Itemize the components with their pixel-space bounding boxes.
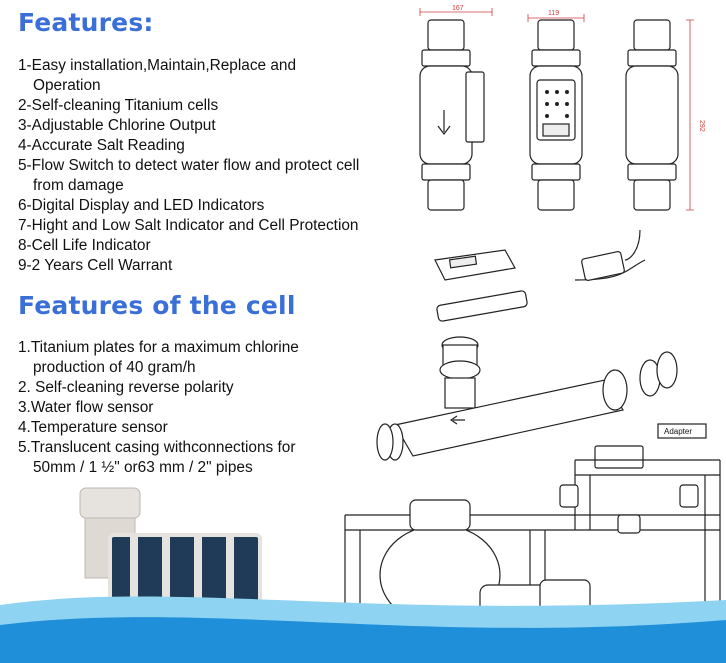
cell-rear-view [625, 19, 679, 211]
cell-feature-item: 2. Self-cleaning reverse polarity [18, 378, 338, 398]
dimension-label-height: 292 [698, 120, 705, 132]
power-supply-box [581, 251, 625, 281]
cell-features-heading: Features of the cell [18, 291, 296, 320]
feature-text: 1-Easy installation,Maintain,Replace and [18, 57, 297, 74]
cell-feature-text: 3.Water flow sensor [18, 399, 154, 416]
feature-text-cont: from damage [33, 177, 124, 194]
multiport-valve [409, 499, 471, 531]
cell-feature-text: 4.Temperature sensor [18, 419, 168, 436]
cell-feature-text: 5.Translucent casing withconnections for [18, 439, 296, 456]
feature-item: 9-2 Years Cell Warrant [18, 256, 398, 276]
adapter-box [657, 423, 707, 439]
decorative-wave [0, 596, 726, 663]
cell-feature-item: 4.Temperature sensor [18, 418, 338, 438]
valve-right[interactable] [679, 484, 699, 508]
dimension-label-width-2: 119 [548, 10, 559, 17]
salt-cell-photo [79, 487, 262, 607]
valve-left[interactable] [559, 484, 579, 508]
dimension-label-width-1: 167 [452, 5, 464, 12]
cell-feature-text-cont: production of 40 gram/h [33, 359, 196, 376]
control-display [434, 249, 516, 281]
feature-item: 2-Self-cleaning Titanium cells [18, 96, 398, 116]
feature-text-cont: Operation [33, 77, 101, 94]
cell-features-list: 1.Titanium plates for a maximum chlorine… [18, 338, 338, 478]
cell-dimension-drawing: 167 119 292 [419, 5, 705, 211]
feature-text: 3-Adjustable Chlorine Output [18, 117, 216, 134]
adapter-label: Adapter [664, 427, 692, 436]
feature-text: 9-2 Years Cell Warrant [18, 257, 173, 274]
feature-item: 4-Accurate Salt Reading [18, 136, 398, 156]
cell-body [394, 379, 624, 457]
feature-text: 5-Flow Switch to detect water flow and p… [18, 157, 360, 174]
features-list: 1-Easy installation,Maintain,Replace and… [18, 56, 398, 276]
chlorinator-cell [594, 445, 644, 469]
exploded-view-drawing [376, 229, 678, 461]
cell-feature-text: 2. Self-cleaning reverse polarity [18, 379, 234, 396]
feature-text: 2-Self-cleaning Titanium cells [18, 97, 219, 114]
valve-bottom[interactable] [617, 514, 641, 534]
cell-feature-item: 1.Titanium plates for a maximum chlorine… [18, 338, 338, 378]
cell-feature-text-cont: 50mm / 1 ½" or63 mm / 2" pipes [33, 459, 253, 476]
feature-item: 5-Flow Switch to detect water flow and p… [18, 156, 398, 196]
feature-text: 4-Accurate Salt Reading [18, 137, 185, 154]
feature-text: 7-Hight and Low Salt Indicator and Cell … [18, 217, 359, 234]
cell-feature-item: 5.Translucent casing withconnections for… [18, 438, 338, 478]
feature-item: 3-Adjustable Chlorine Output [18, 116, 398, 136]
feature-text: 8-Cell Life Indicator [18, 237, 151, 254]
feature-item: 1-Easy installation,Maintain,Replace and… [18, 56, 398, 96]
cell-side-view [419, 19, 485, 211]
feature-text: 6-Digital Display and LED Indicators [18, 197, 265, 214]
cell-front-view [529, 19, 583, 211]
cell-feature-text: 1.Titanium plates for a maximum chlorine [18, 339, 299, 356]
feature-item: 7-Hight and Low Salt Indicator and Cell … [18, 216, 398, 236]
feature-item: 8-Cell Life Indicator [18, 236, 398, 256]
cell-feature-item: 3.Water flow sensor [18, 398, 338, 418]
features-heading: Features: [18, 8, 154, 37]
feature-item: 6-Digital Display and LED Indicators [18, 196, 398, 216]
